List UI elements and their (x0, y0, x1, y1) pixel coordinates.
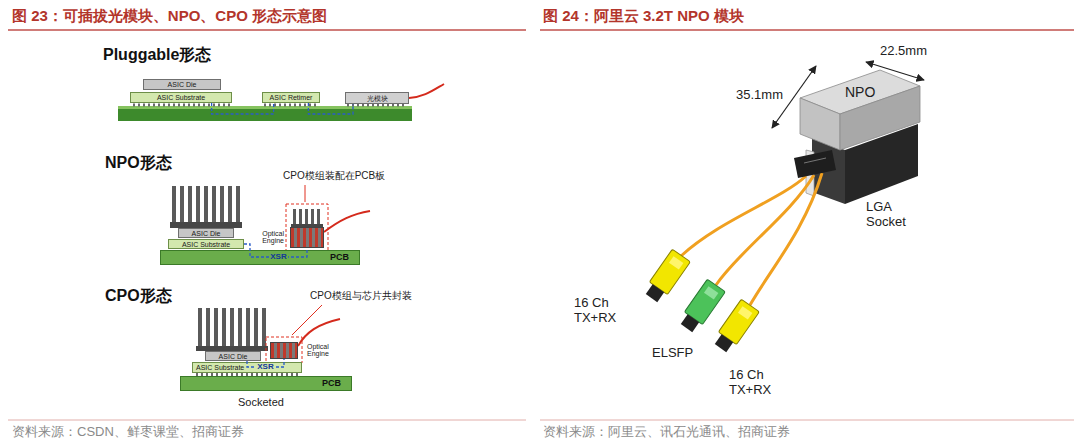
node-label: ASIC Die (219, 353, 248, 360)
section-title: Pluggable形态 (103, 46, 211, 64)
node-label: ASIC Substrate (182, 241, 230, 248)
callout-frame (266, 337, 302, 363)
asic-substrate: ASIC Substrate (192, 362, 302, 373)
fiber-ribbon (750, 173, 822, 305)
npo-module: NPO (798, 66, 922, 154)
dimension-label: 35.1mm (736, 88, 783, 103)
leader-line (305, 185, 306, 202)
node-label: Optical Engine (307, 343, 337, 358)
heatsink (172, 186, 240, 222)
mt-connector (794, 150, 836, 178)
figure-title: 图 23：可插拔光模块、NPO、CPO 形态示意图 (12, 7, 327, 24)
source-rule (540, 420, 1074, 421)
source-rule (8, 420, 526, 421)
asic-substrate: ASIC Substrate (130, 92, 232, 103)
pcb-board (118, 106, 412, 109)
source-note: 资料来源：阿里云、讯石光通讯、招商证券 (543, 425, 790, 440)
asic-die: ASIC Die (178, 228, 234, 238)
optical-engine: Optical Engine (270, 342, 298, 359)
node-label: ASIC Die (168, 81, 197, 88)
title-rule (8, 29, 526, 31)
pcb-board: PCB (180, 376, 352, 391)
module-outline (798, 66, 922, 154)
dimension-label: 22.5mm (880, 44, 927, 59)
title-rule (8, 30, 1074, 31)
optical-fiber (409, 84, 444, 98)
link-label: XSR (269, 253, 287, 261)
heatsink (170, 186, 242, 228)
node-label: ASIC Retimer (270, 94, 313, 101)
fiber-connector (669, 256, 683, 269)
xsr-link (308, 103, 353, 114)
node-label: Optical Engine (254, 230, 284, 245)
part-label: LGA Socket (866, 200, 918, 230)
section-title: CPO形态 (105, 287, 172, 305)
fiber-connector (678, 279, 726, 334)
pcb-board (118, 106, 412, 121)
mt-connector (794, 150, 836, 178)
solder-bumps (264, 104, 318, 107)
source-rule (8, 420, 1074, 421)
optical-engine: Optical Engine (290, 227, 324, 248)
channel-label: 16 Ch TX+RX (574, 296, 626, 326)
node-label: ASIC Substrate (196, 364, 244, 371)
title-rule (540, 29, 1074, 31)
callout-note: CPO模组与芯片共封装 (310, 290, 412, 302)
heatsink (198, 308, 266, 346)
node-label: NPO (845, 85, 875, 100)
fiber-connector (704, 286, 718, 299)
asic-die: ASIC Die (205, 351, 261, 361)
asic-die: ASIC Die (143, 79, 221, 90)
figure-title: 图 24：阿里云 3.2T NPO 模块 (543, 7, 744, 24)
callout-note: CPO模组装配在PCB板 (283, 170, 385, 182)
optical-fiber (298, 319, 340, 346)
node-label: PCB (322, 379, 341, 388)
part-label: ELSFP (652, 346, 693, 361)
solder-bumps (133, 104, 230, 107)
solder-bumps (133, 105, 407, 106)
heatsink (196, 308, 268, 351)
node-label: ASIC Substrate (157, 94, 205, 101)
fiber-connector (681, 314, 699, 332)
fiber-ribbon (681, 173, 822, 305)
fiber-connector (738, 306, 752, 319)
node-label: PCB (330, 253, 349, 262)
engine-heatsink (293, 209, 320, 224)
section-title: NPO形态 (105, 154, 172, 172)
engine-heatsink (291, 209, 323, 227)
fiber-connector (643, 249, 691, 304)
optical-fiber (324, 211, 370, 232)
fiber-connector (715, 334, 733, 352)
link-label: XSR (256, 363, 274, 371)
fiber-ribbon (716, 175, 814, 285)
retimer-chip: ASIC Retimer (262, 92, 320, 103)
mt-connector (804, 158, 826, 163)
asic-substrate: ASIC Substrate (168, 239, 244, 249)
source-note: 资料来源：CSDN、鲜枣课堂、招商证券 (12, 425, 244, 440)
pluggable-module: 光模块 (345, 92, 409, 104)
xsr-link (212, 103, 274, 114)
part-label: Socketed (238, 396, 284, 409)
fiber-ribbon (681, 176, 806, 256)
pcb-board: PCB (160, 250, 360, 265)
fiber-connector (646, 284, 664, 302)
channel-label: 16 Ch TX+RX (729, 368, 781, 398)
callout-frame (286, 204, 328, 251)
module-face (840, 86, 920, 150)
node-label: 光模块 (367, 95, 388, 102)
module-face (800, 98, 840, 150)
pcb-board (118, 106, 412, 121)
fiber-connector (712, 299, 760, 354)
node-label: ASIC Die (192, 230, 221, 237)
leader-line (292, 305, 322, 335)
